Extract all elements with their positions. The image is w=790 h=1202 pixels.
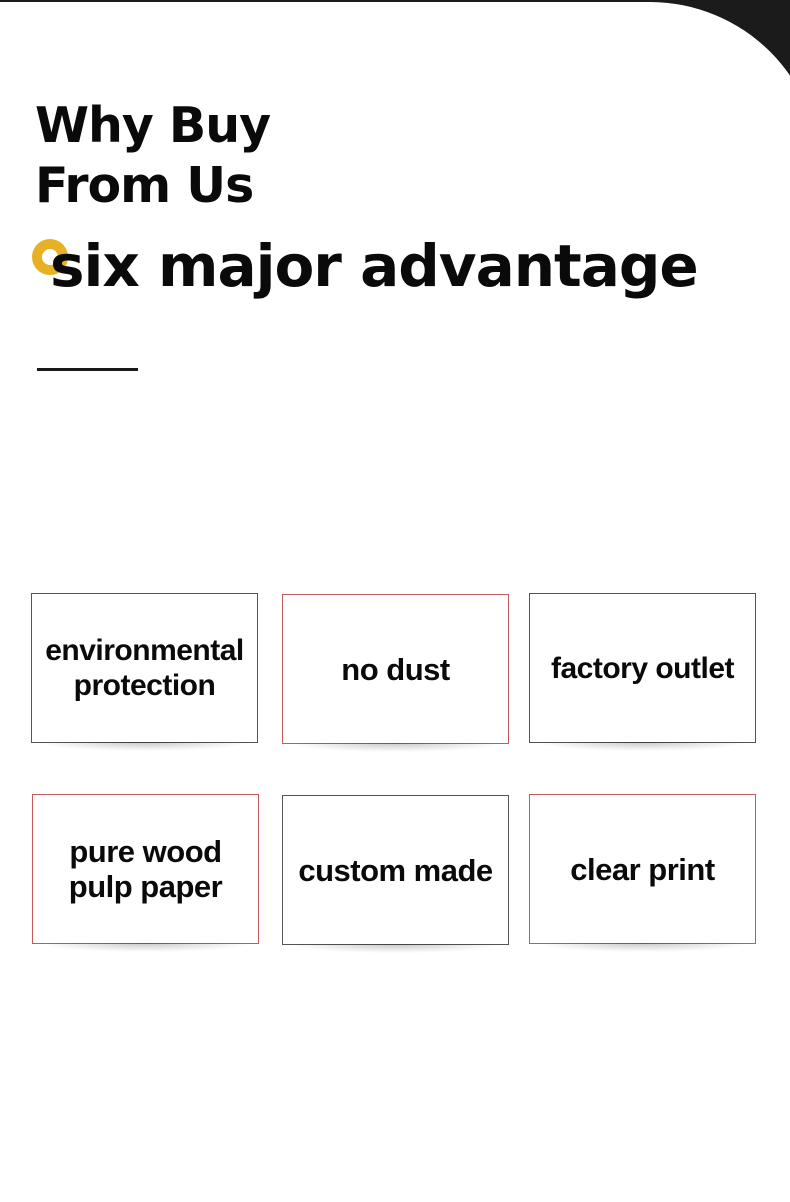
advantage-card-custom-made: custom made xyxy=(282,795,509,953)
subtitle-block: six major advantage xyxy=(30,232,699,316)
advantage-label: clear print xyxy=(570,851,715,887)
advantage-card-factory-outlet: factory outlet xyxy=(529,593,756,751)
advantage-label: no dust xyxy=(341,651,450,687)
title-divider xyxy=(37,368,138,371)
advantage-card-no-dust: no dust xyxy=(282,594,509,752)
page-title: Why Buy From Us xyxy=(35,97,271,214)
advantage-label: custom made xyxy=(298,852,493,888)
page-subtitle: six major advantage xyxy=(50,232,699,300)
ring-icon xyxy=(32,239,68,275)
advantage-card-clear-print: clear print xyxy=(529,794,756,952)
advantage-label: environmental protection xyxy=(45,634,244,702)
advantage-card-pure-wood-pulp-paper: pure wood pulp paper xyxy=(32,794,259,952)
advantage-label: factory outlet xyxy=(550,651,735,685)
advantage-label: pure wood pulp paper xyxy=(68,834,223,904)
advantage-card-environmental-protection: environmental protection xyxy=(31,593,258,751)
